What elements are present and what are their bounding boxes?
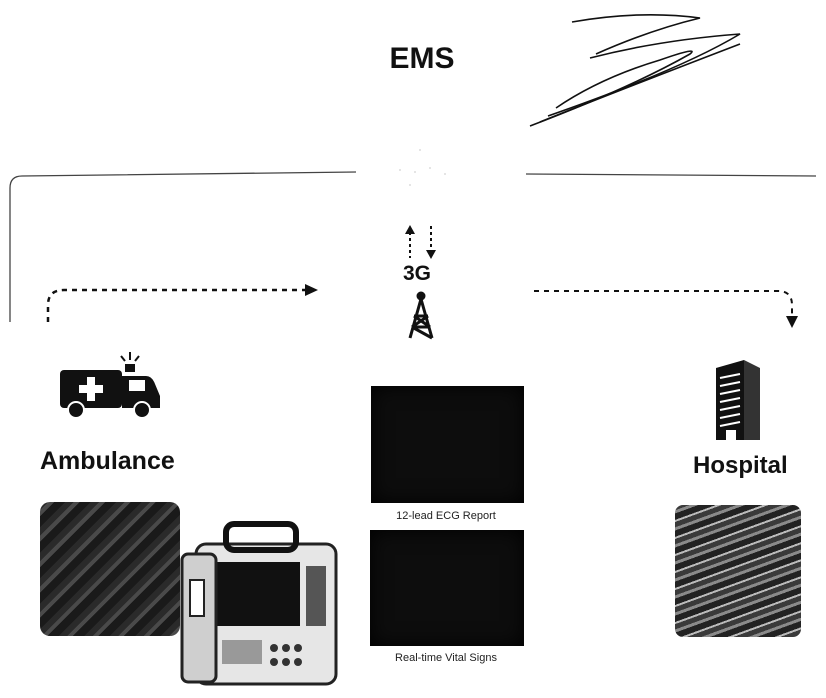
ambulance-to-tower-arrow [48, 290, 306, 322]
ecg-caption: 12-lead ECG Report [368, 510, 524, 522]
bracket-line-right [526, 174, 816, 176]
bracket-line [10, 172, 356, 322]
ambulance-label: Ambulance [40, 447, 175, 476]
tower-to-hospital-arrow [534, 291, 792, 316]
ambulance-photo [40, 502, 180, 636]
faint-noise [399, 149, 446, 186]
arrowhead-down [786, 316, 798, 328]
up-down-arrows-icon [405, 225, 436, 259]
vitals-caption: Real-time Vital Signs [368, 652, 524, 664]
vital-signs-screen [370, 530, 524, 646]
ecg-report-screen [371, 386, 524, 503]
hospital-photo [675, 505, 801, 637]
diagram-title: EMS [372, 42, 472, 76]
hospital-label: Hospital [693, 452, 788, 480]
network-label: 3G [395, 262, 439, 286]
hospital-building-icon [716, 360, 760, 440]
defibrillator-monitor-image [178, 520, 346, 690]
cell-tower-icon [410, 293, 432, 338]
ambulance-icon [60, 352, 160, 418]
handwritten-signature [530, 15, 740, 126]
arrowhead-right [305, 284, 318, 296]
